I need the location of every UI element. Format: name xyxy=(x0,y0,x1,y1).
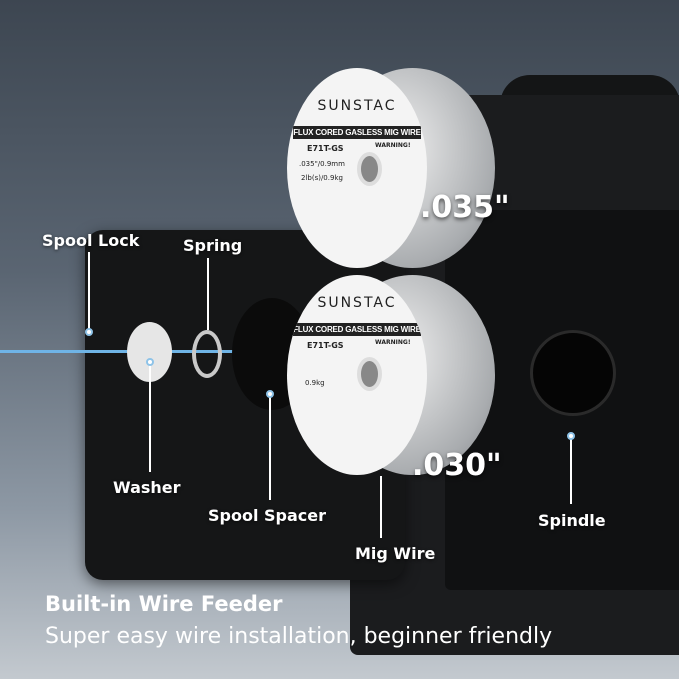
feature-subtitle: Super easy wire installation, beginner f… xyxy=(45,624,553,649)
brand-logo: SUNSTAC xyxy=(317,98,397,114)
spool-hub xyxy=(357,152,383,186)
leader-line xyxy=(207,258,209,330)
brand-logo: SUNSTAC xyxy=(317,295,397,311)
leader-dot xyxy=(266,390,274,398)
size-label-035: .035" xyxy=(420,190,510,225)
leader-dot xyxy=(146,358,154,366)
wire-diameter: .035"/0.9mm xyxy=(299,160,345,168)
leader-line xyxy=(570,436,572,504)
spindle-mount xyxy=(530,330,616,416)
leader-line xyxy=(380,476,382,538)
wire-type: E71T-GS xyxy=(307,341,344,350)
spool-hub xyxy=(357,357,383,391)
callout-spring: Spring xyxy=(183,236,243,255)
wire-weight: 0.9kg xyxy=(305,379,325,387)
callout-mig-wire: Mig Wire xyxy=(355,544,436,563)
leader-dot xyxy=(567,432,575,440)
wire-type: E71T-GS xyxy=(307,144,344,153)
spool-band: FLUX CORED GASLESS MIG WIRE xyxy=(292,126,422,139)
leader-line xyxy=(88,252,90,330)
warning-label: WARNING! xyxy=(375,142,411,149)
callout-spool-spacer: Spool Spacer xyxy=(208,506,327,525)
callout-spool-lock: Spool Lock xyxy=(42,231,140,250)
spool-band: FLUX CORED GASLESS MIG WIRE xyxy=(292,323,422,336)
wire-axis xyxy=(0,350,380,353)
feature-title: Built-in Wire Feeder xyxy=(45,592,283,616)
leader-dot xyxy=(85,328,93,336)
leader-line xyxy=(269,394,271,500)
spring xyxy=(192,330,222,378)
callout-washer: Washer xyxy=(113,478,181,497)
callout-spindle: Spindle xyxy=(538,511,606,530)
spool-030-face: SUNSTAC FLUX CORED GASLESS MIG WIRE E71T… xyxy=(287,275,427,475)
warning-label: WARNING! xyxy=(375,339,411,346)
leader-line xyxy=(149,362,151,472)
wire-weight: 2lb(s)/0.9kg xyxy=(301,174,343,182)
size-label-030: .030" xyxy=(412,448,502,483)
spool-035-face: SUNSTAC FLUX CORED GASLESS MIG WIRE E71T… xyxy=(287,68,427,268)
